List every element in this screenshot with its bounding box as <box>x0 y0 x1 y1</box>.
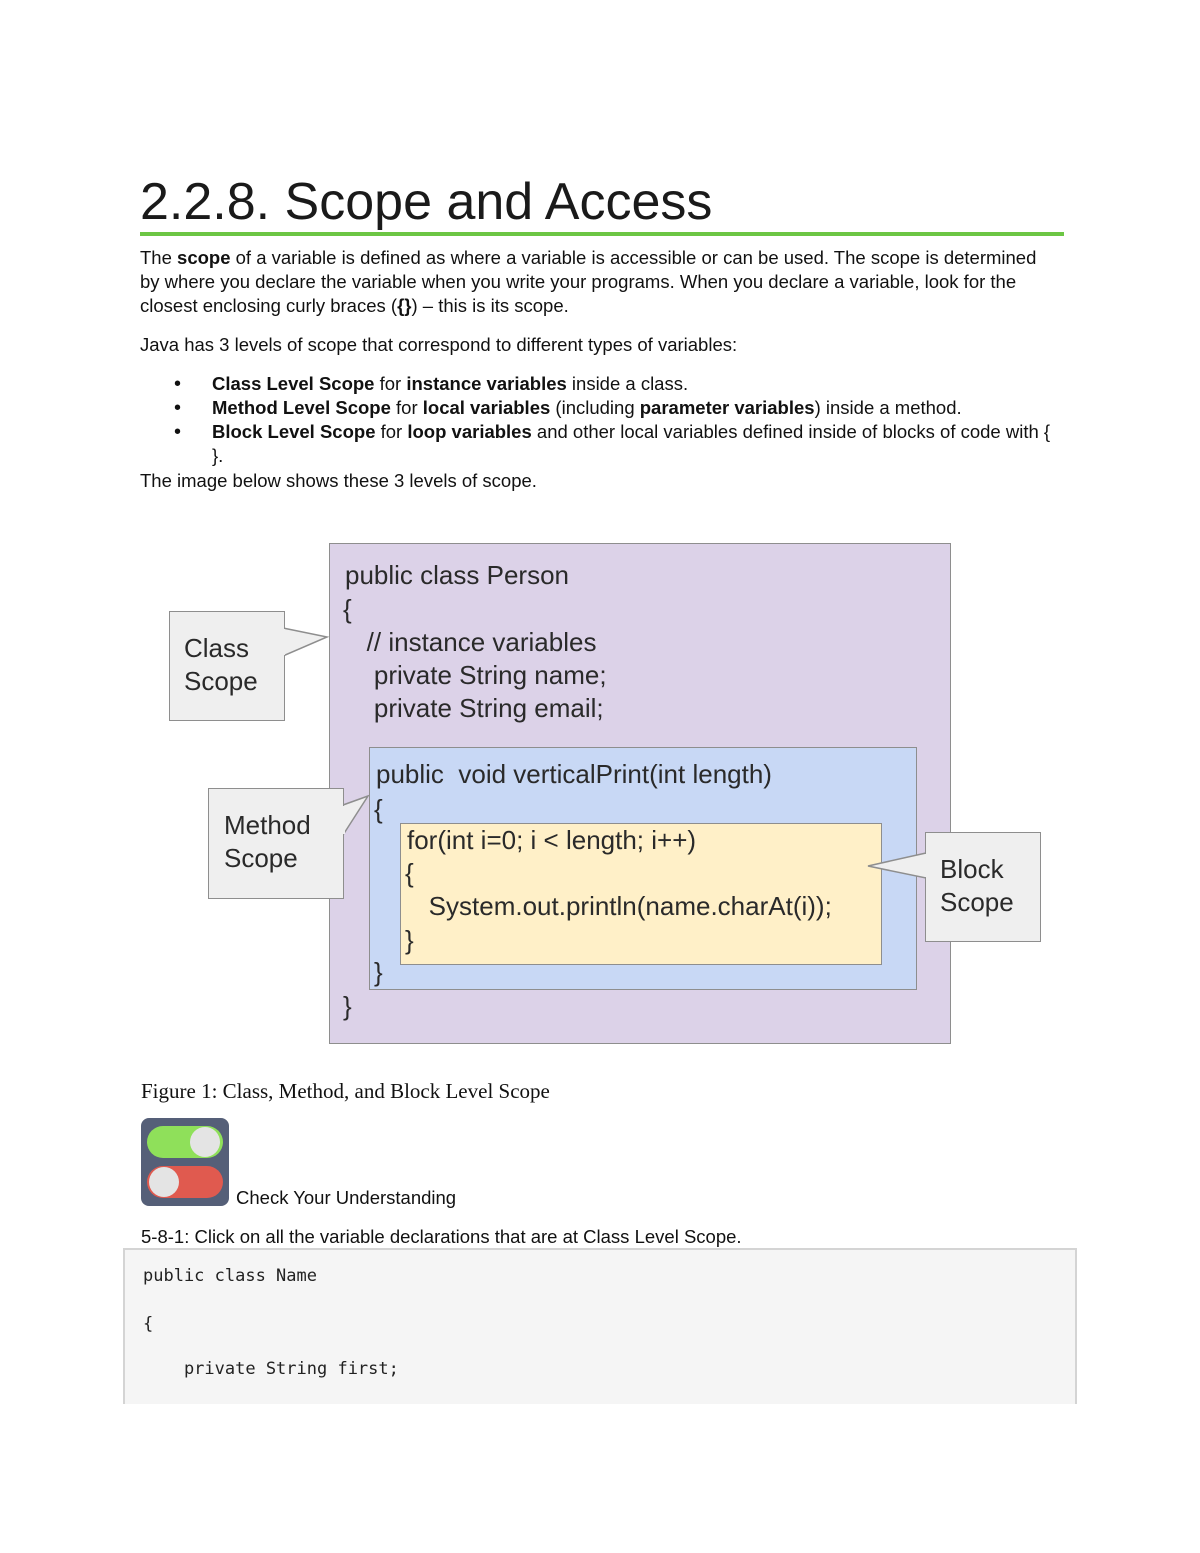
page-title: 2.2.8. Scope and Access <box>140 172 1064 236</box>
callout-line: Method <box>224 810 311 840</box>
block-code-line: } <box>405 925 414 955</box>
scope-term: scope <box>177 247 231 268</box>
list-item-text: for <box>375 421 408 442</box>
check-understanding-label: Check Your Understanding <box>236 1187 457 1208</box>
pointer-joint <box>925 854 928 877</box>
callout-line: Class <box>184 633 250 663</box>
callout-line: Scope <box>184 666 258 696</box>
list-item: Method Level Scope for local variables (… <box>140 396 1060 420</box>
scope-levels-list: Class Level Scope for instance variables… <box>140 372 1060 468</box>
class-scope-callout: Class Scope <box>169 611 285 721</box>
list-item-term: Class Level Scope <box>212 373 375 394</box>
clickable-declaration[interactable]: private String first; <box>143 1359 399 1379</box>
class-code-line: // instance variables <box>345 627 597 657</box>
levels-intro: Java has 3 levels of scope that correspo… <box>140 334 738 355</box>
block-code-line: System.out.println(name.charAt(i)); <box>407 891 832 921</box>
class-code-line: public class Person <box>345 560 569 590</box>
list-item-term: parameter variables <box>639 397 815 418</box>
list-item-text: (including <box>550 397 640 418</box>
list-item-text: ) inside a method. <box>814 397 962 418</box>
callout-line: Scope <box>224 843 298 873</box>
method-code-line: } <box>374 957 383 987</box>
intro-paragraph: The scope of a variable is defined as wh… <box>140 246 1060 318</box>
list-item-text: for <box>374 373 407 394</box>
list-item-term: instance variables <box>406 373 567 394</box>
class-code-line: } <box>343 991 352 1021</box>
list-item-term: Block Level Scope <box>212 421 376 442</box>
clickable-code-panel: public class Name { private String first… <box>123 1248 1077 1418</box>
toggle-switches-icon <box>141 1118 229 1206</box>
block-scope-callout: Block Scope <box>925 832 1041 942</box>
intro-text: ) – this is its scope. <box>411 295 569 316</box>
list-item-text: for <box>390 397 423 418</box>
block-code-line: for(int i=0; i < length; i++) <box>407 825 697 855</box>
list-item-term: Method Level Scope <box>212 397 391 418</box>
method-code-line: public void verticalPrint(int length) <box>376 759 772 789</box>
code-line: public class Name <box>143 1266 317 1286</box>
callout-line: Scope <box>940 887 1014 917</box>
callout-line: Block <box>940 854 1004 884</box>
question-label: 5-8-1: Click on all the variable declara… <box>141 1226 742 1247</box>
method-code-line: { <box>374 794 383 824</box>
intro-text: The <box>140 247 178 268</box>
class-code-line: { <box>343 594 352 624</box>
list-item-text: and other local variables defined inside… <box>212 421 1051 466</box>
code-line: { <box>143 1314 154 1334</box>
pointer-joint <box>282 629 285 655</box>
class-code-line: private String name; <box>345 660 607 690</box>
braces-term: {} <box>397 295 412 316</box>
list-item-term: loop variables <box>407 421 532 442</box>
class-code-line: private String email; <box>345 693 604 723</box>
intro-text: of a variable is defined as where a vari… <box>140 247 1037 316</box>
toggle-switches-icon <box>147 1126 223 1198</box>
list-item: Class Level Scope for instance variables… <box>140 372 1060 396</box>
list-item-text: inside a class. <box>566 373 689 394</box>
block-code-line: { <box>405 858 414 888</box>
list-item: Block Level Scope for loop variables and… <box>140 420 1060 468</box>
page-bottom-margin <box>0 1404 1200 1553</box>
list-item-term: local variables <box>422 397 551 418</box>
block-scope-box <box>400 823 882 965</box>
figure-caption: Figure 1: Class, Method, and Block Level… <box>141 1079 550 1103</box>
method-scope-callout: Method Scope <box>208 788 344 899</box>
image-intro: The image below shows these 3 levels of … <box>140 470 537 491</box>
pointer-joint <box>342 806 345 834</box>
